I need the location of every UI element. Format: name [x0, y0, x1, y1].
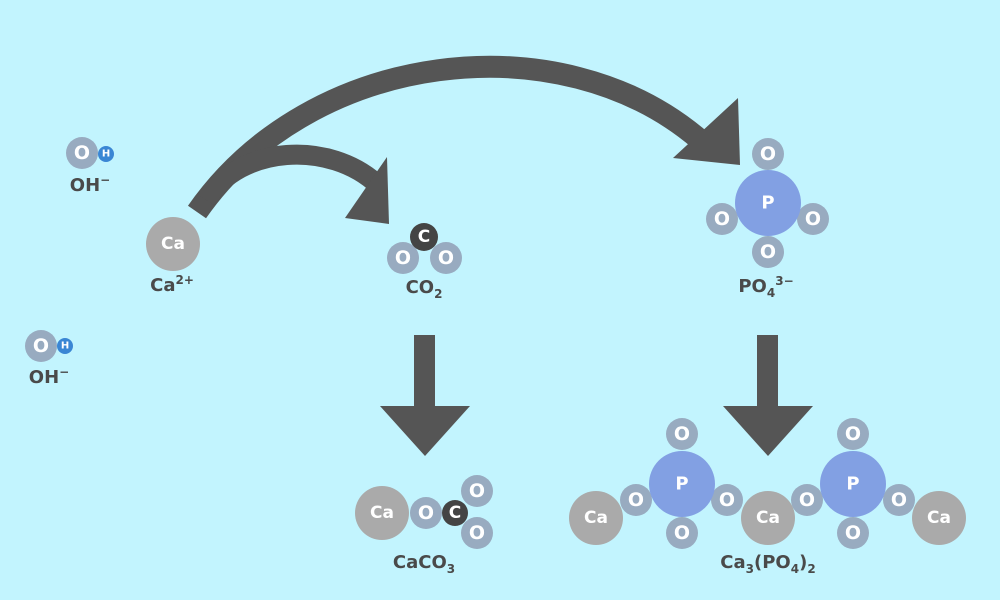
oxygen-atom	[620, 484, 652, 516]
atom-label: O	[760, 241, 776, 263]
atom-label: O	[799, 489, 815, 511]
carbon-dioxide-label: CO2	[406, 277, 443, 301]
oxygen-atom	[837, 517, 869, 549]
atom-label: P	[761, 193, 774, 214]
atom-label: O	[628, 489, 644, 511]
oxygen-atom	[752, 236, 784, 268]
oxygen-atom	[410, 497, 442, 529]
atom-label: Ca	[927, 508, 951, 528]
arrow-po4-to-ca3po42-head	[723, 406, 813, 456]
hydroxide-label-1: OH−	[70, 173, 110, 196]
atom-label: O	[891, 489, 907, 511]
calcium-atom	[741, 491, 795, 545]
oxygen-atom	[791, 484, 823, 516]
calcium-phosphate: O O O O P O O O O P Ca Ca Ca Ca3(PO4)2	[569, 418, 966, 576]
atom-label: O	[674, 423, 690, 445]
hydroxide-ion-1: O H OH−	[66, 137, 114, 196]
arrow-co2-to-caco3-shaft	[414, 335, 435, 407]
carbon-dioxide: O O C CO2	[387, 223, 462, 301]
atom-label: Ca	[370, 503, 394, 523]
atom-label: Ca	[161, 234, 185, 254]
atom-label: O	[805, 208, 821, 230]
oxygen-atom	[461, 475, 493, 507]
atom-label: H	[102, 149, 110, 160]
phosphate-ion: O O O O P PO43−	[706, 138, 829, 300]
carbon-atom	[442, 500, 468, 526]
atom-label: Ca	[584, 508, 608, 528]
oxygen-atom	[66, 137, 98, 169]
oxygen-atom	[706, 203, 738, 235]
calcium-ion-label: Ca2+	[150, 273, 194, 296]
arrow-co2-to-caco3-head	[380, 406, 470, 456]
atom-label: O	[418, 502, 434, 524]
phosphate-ion-label: PO43−	[738, 274, 793, 300]
atom-label: C	[449, 503, 461, 523]
hydroxide-label-2: OH−	[29, 365, 69, 388]
oxygen-atom	[883, 484, 915, 516]
atom-label: O	[674, 522, 690, 544]
arrow-ca-to-co2-head	[345, 157, 389, 224]
atom-label: O	[74, 142, 90, 164]
phosphorus-atom	[649, 451, 715, 517]
atom-label: P	[675, 474, 688, 495]
atom-label: O	[760, 143, 776, 165]
arrow-po4-to-ca3po42-shaft	[757, 335, 778, 407]
oxygen-atom	[461, 517, 493, 549]
calcium-atom	[146, 217, 200, 271]
oxygen-atom	[711, 484, 743, 516]
calcium-atom	[355, 486, 409, 540]
arrow-ca-to-po4-shaft	[187, 55, 708, 219]
hydrogen-atom	[98, 146, 114, 162]
phosphorus-atom	[820, 451, 886, 517]
oxygen-atom	[25, 330, 57, 362]
oxygen-atom	[666, 418, 698, 450]
calcium-carbonate-label: CaCO3	[393, 552, 455, 576]
atom-label: O	[845, 423, 861, 445]
atom-label: O	[469, 480, 485, 502]
hydroxide-ion-2: O H OH−	[25, 330, 73, 388]
arrow-co2-to-caco3	[380, 335, 470, 456]
calcium-atom	[569, 491, 623, 545]
atom-label: O	[845, 522, 861, 544]
arrow-ca-to-co2	[197, 144, 389, 224]
atom-label: C	[418, 227, 430, 247]
calcium-atom	[912, 491, 966, 545]
oxygen-atom	[430, 242, 462, 274]
hydrogen-atom	[57, 338, 73, 354]
atom-label: H	[61, 341, 69, 352]
arrow-ca-to-co2-shaft	[197, 144, 385, 206]
calcium-ion: Ca Ca2+	[146, 217, 200, 296]
oxygen-atom	[387, 242, 419, 274]
atom-label: O	[438, 247, 454, 269]
oxygen-atom	[752, 138, 784, 170]
atom-label: P	[846, 474, 859, 495]
calcium-phosphate-label: Ca3(PO4)2	[720, 552, 815, 576]
arrow-po4-to-ca3po42	[723, 335, 813, 456]
arrow-ca-to-po4-head	[673, 98, 740, 165]
oxygen-atom	[837, 418, 869, 450]
atom-label: O	[469, 522, 485, 544]
atom-label: O	[714, 208, 730, 230]
atom-label: O	[33, 335, 49, 357]
carbon-atom	[410, 223, 438, 251]
atom-label: O	[395, 247, 411, 269]
oxygen-atom	[666, 517, 698, 549]
arrow-ca-to-po4	[187, 55, 740, 219]
atom-label: O	[719, 489, 735, 511]
oxygen-atom	[797, 203, 829, 235]
phosphorus-atom	[735, 170, 801, 236]
calcium-carbonate: Ca O O O C CaCO3	[355, 475, 493, 576]
atom-label: Ca	[756, 508, 780, 528]
